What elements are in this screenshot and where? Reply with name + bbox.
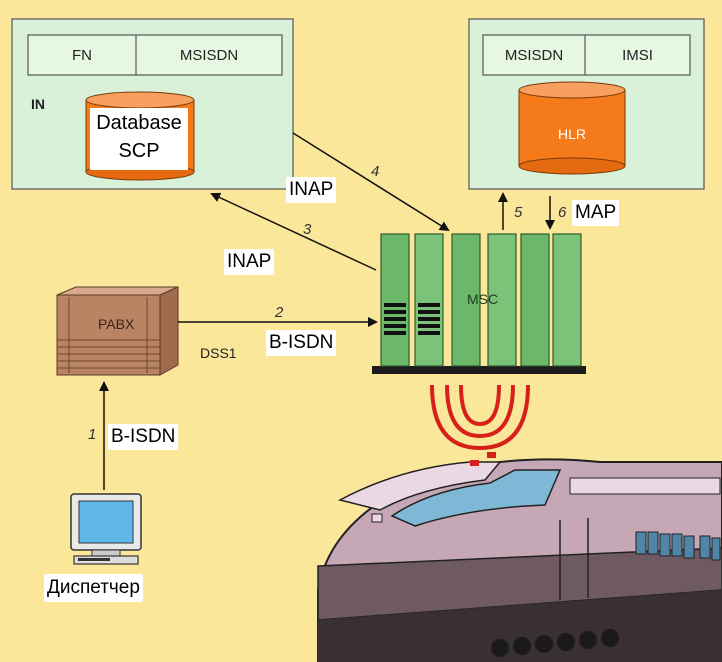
- step-2-number: 2: [275, 304, 284, 321]
- step-3-protocol: INAP: [224, 249, 275, 275]
- step-6-protocol: MAP: [572, 200, 620, 226]
- scp-db-label-line2: SCP: [118, 140, 160, 162]
- step-1-number: 1: [88, 426, 97, 443]
- arrow-step-3: [210, 192, 377, 271]
- in-node-label: IN: [31, 96, 45, 112]
- in-table-col-msisdn: MSISDN: [179, 46, 239, 64]
- hlr-db-label: HLR: [557, 126, 586, 142]
- step-4-number: 4: [371, 163, 380, 180]
- step-2-protocol: B-ISDN: [266, 330, 337, 356]
- dispatcher-computer: [70, 493, 142, 565]
- dss1-label: DSS1: [200, 345, 237, 361]
- step-3-number: 3: [303, 221, 312, 238]
- arrow-step-4: [292, 132, 450, 232]
- pabx-cabinet: [56, 286, 179, 376]
- step-5-number: 5: [514, 204, 523, 221]
- step-1-protocol: B-ISDN: [108, 424, 179, 450]
- dispatcher-label: Диспетчер: [44, 574, 143, 602]
- step-4-protocol: INAP: [286, 177, 337, 203]
- train: [317, 452, 722, 662]
- step-6-number: 6: [558, 204, 567, 221]
- msc-rack: [372, 233, 586, 374]
- hlr-table-col-imsi: IMSI: [622, 46, 653, 64]
- scp-database-cylinder: [85, 91, 195, 181]
- msc-label: MSC: [467, 291, 499, 307]
- pabx-label: PABX: [98, 316, 135, 332]
- radio-signal: [430, 384, 530, 451]
- hlr-database-cylinder: [518, 81, 626, 175]
- scp-db-label-line1: Database: [96, 112, 182, 134]
- in-table-col-fn: FN: [72, 46, 92, 64]
- hlr-table-col-msisdn: MSISDN: [504, 46, 564, 64]
